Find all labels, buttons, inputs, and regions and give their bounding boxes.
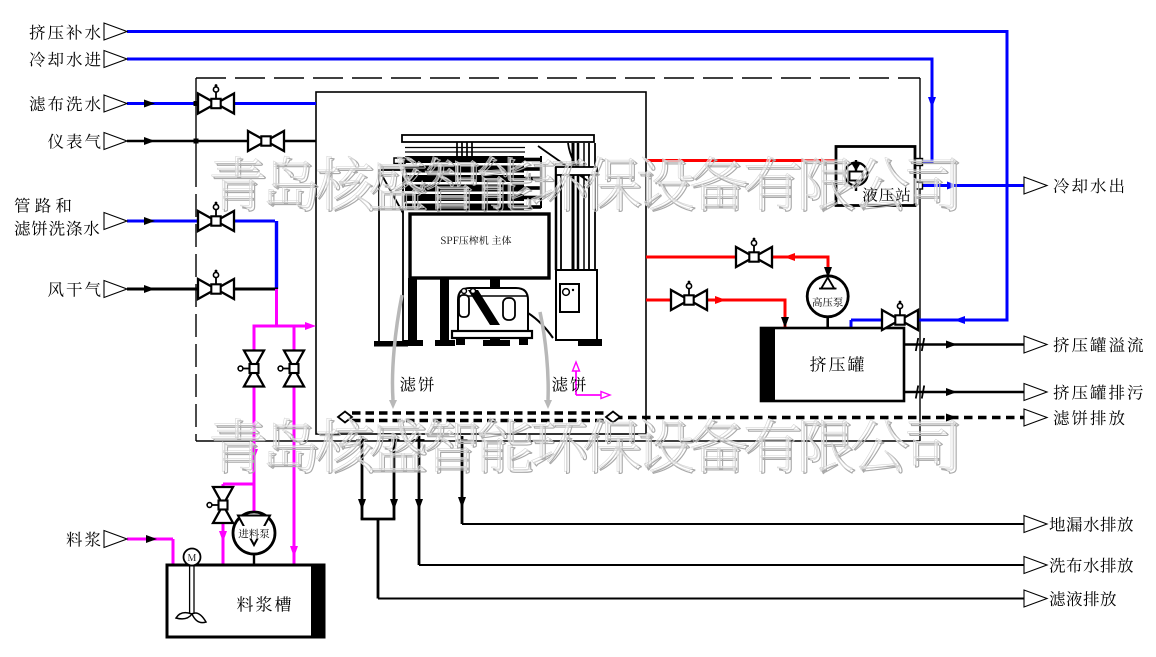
svg-text:M: M — [187, 550, 196, 564]
svg-text:液压站: 液压站 — [862, 184, 912, 206]
svg-text:挤压罐排污: 挤压罐排污 — [1053, 379, 1146, 403]
svg-text:洗布水排放: 洗布水排放 — [1049, 552, 1134, 576]
svg-text:滤饼排放: 滤饼排放 — [1053, 405, 1127, 429]
svg-text:高压泵: 高压泵 — [812, 295, 844, 310]
svg-text:青岛核盛智能环保设备有限公司: 青岛核盛智能环保设备有限公司 — [210, 140, 959, 224]
svg-text:滤饼: 滤饼 — [552, 372, 589, 396]
svg-text:挤压罐溢流: 挤压罐溢流 — [1053, 332, 1146, 356]
svg-text:青岛核盛智能环保设备有限公司: 青岛核盛智能环保设备有限公司 — [210, 402, 959, 486]
svg-text:进料泵: 进料泵 — [238, 527, 270, 542]
svg-text:地漏水排放: 地漏水排放 — [1049, 511, 1134, 535]
svg-text:仪表气: 仪表气 — [48, 128, 104, 152]
svg-text:料浆: 料浆 — [66, 526, 103, 550]
svg-text:青岛核盛智能环保设备有限公司: 青岛核盛智能环保设备有限公司 — [208, 138, 957, 222]
svg-text:风干气: 风干气 — [48, 276, 104, 300]
svg-text:滤液排放: 滤液排放 — [1049, 586, 1117, 610]
svg-text:冷却水进: 冷却水进 — [29, 46, 103, 70]
svg-text:挤压罐: 挤压罐 — [810, 351, 867, 376]
svg-text:冷却水出: 冷却水出 — [1053, 173, 1127, 197]
svg-text:SPF压榨机 主体: SPF压榨机 主体 — [440, 232, 511, 247]
svg-text:滤饼: 滤饼 — [400, 372, 437, 396]
svg-text:青岛核盛智能环保设备有限公司: 青岛核盛智能环保设备有限公司 — [208, 400, 957, 484]
svg-text:滤布洗水: 滤布洗水 — [29, 91, 103, 115]
svg-text:滤饼洗涤水: 滤饼洗涤水 — [14, 215, 101, 239]
svg-text:挤压补水: 挤压补水 — [29, 19, 103, 43]
svg-text:料浆槽: 料浆槽 — [237, 591, 294, 616]
svg-text:管路和: 管路和 — [14, 192, 76, 216]
